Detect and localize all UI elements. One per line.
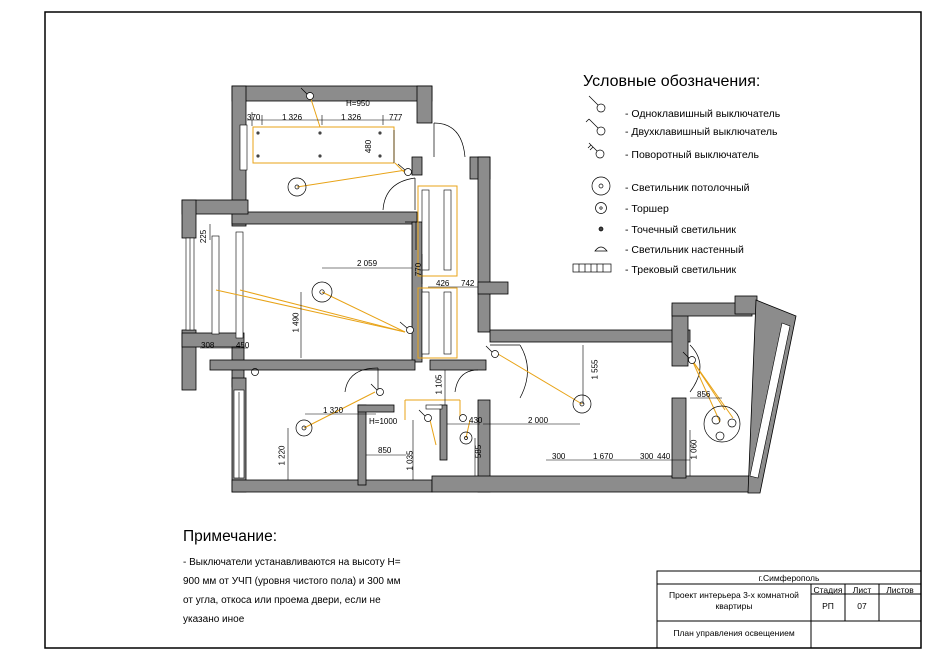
- dim-h1000: H=1000: [369, 417, 398, 426]
- title-block-sheet: 07: [857, 601, 867, 611]
- dim-225: 225: [199, 229, 209, 244]
- double-switch-icon: [585, 118, 606, 136]
- dim-426: 426: [436, 279, 450, 288]
- dim-370: 370: [247, 113, 261, 122]
- dim-1320: 1 320: [323, 406, 344, 415]
- rotary-switch-icon: [587, 142, 605, 159]
- dim-1326-b: 1 326: [341, 113, 362, 122]
- ceiling-light-icon: [591, 176, 611, 196]
- ceiling-lights: [251, 177, 741, 445]
- dim-h950: H=950: [346, 99, 370, 108]
- dim-770: 770: [414, 262, 424, 277]
- switches: [300, 87, 696, 422]
- windows: [185, 124, 791, 479]
- dim-585: 585: [474, 444, 484, 459]
- wiring: [215, 95, 734, 446]
- dim-742: 742: [461, 279, 475, 288]
- legend-item-floor-lamp: - Торшер: [625, 203, 669, 215]
- legend-item-rotary-switch: - Поворотный выключатель: [625, 149, 759, 161]
- legend-item-spot-light: - Точечный светильник: [625, 224, 736, 236]
- title-block-project: Проект интерьера 3-х комнатной квартиры: [669, 590, 799, 611]
- track-light-icon: [572, 263, 612, 273]
- dim-850: 850: [378, 446, 392, 455]
- dim-430: 430: [469, 416, 483, 425]
- title-block: [656, 570, 922, 649]
- dim-1490: 1 490: [291, 312, 301, 333]
- dim-1060: 1 060: [689, 439, 699, 460]
- track-lights: [211, 189, 452, 410]
- floor-lamp-icon: [595, 202, 607, 214]
- dim-2059: 2 059: [357, 259, 378, 268]
- note-title: Примечание:: [183, 528, 278, 545]
- title-block-drawing-title: План управления освещением: [673, 628, 795, 638]
- wall-light-icon: [594, 246, 608, 252]
- note-body: - Выключатели устанавливаются на высоту …: [183, 557, 401, 625]
- dim-1555: 1 555: [590, 359, 600, 380]
- dim-777: 777: [389, 113, 403, 122]
- dim-1326-a: 1 326: [282, 113, 303, 122]
- dim-1220: 1 220: [277, 445, 287, 466]
- legend-item-single-switch: - Одноклавишный выключатель: [625, 108, 781, 120]
- doors: [344, 122, 701, 399]
- dim-2000: 2 000: [528, 416, 549, 425]
- dim-1105: 1 105: [434, 374, 444, 395]
- spot-lights: [256, 131, 382, 158]
- sheet-frame: [44, 11, 922, 649]
- dimension-lines: [200, 112, 722, 480]
- title-block-sheets-header: Листов: [886, 585, 914, 595]
- single-switch-icon: [588, 95, 606, 113]
- title-block-stage-header: Стадия: [813, 585, 843, 595]
- dim-450: 450: [236, 341, 250, 350]
- dim-308: 308: [201, 341, 215, 350]
- spot-light-icon: [598, 226, 604, 232]
- legend-item-track-light: - Трековый светильник: [625, 264, 737, 276]
- dim-480: 480: [364, 139, 374, 154]
- title-block-stage: РП: [822, 601, 834, 611]
- legend-item-ceiling-light: - Светильник потолочный: [625, 182, 750, 194]
- title-block-city: г.Симферополь: [758, 573, 820, 583]
- dim-856: 856: [697, 390, 711, 399]
- legend-title: Условные обозначения:: [583, 73, 761, 90]
- legend-item-double-switch: - Двухклавишный выключатель: [625, 126, 778, 138]
- dim-440: 440: [657, 452, 671, 461]
- dim-300-b: 300: [640, 452, 654, 461]
- legend-item-wall-light: - Светильник настенный: [625, 244, 744, 256]
- dim-300-a: 300: [552, 452, 566, 461]
- title-block-sheet-header: Лист: [852, 585, 872, 595]
- dim-1035: 1 035: [405, 450, 415, 471]
- dim-1670: 1 670: [593, 452, 614, 461]
- legend-icons: [572, 95, 612, 273]
